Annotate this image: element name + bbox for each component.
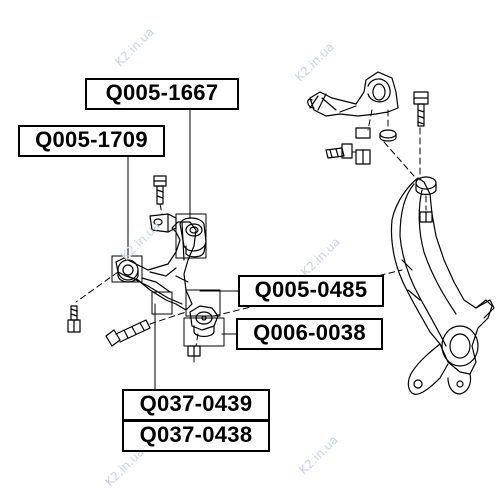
leader-lines xyxy=(127,109,239,390)
upper-control-arm xyxy=(307,71,399,117)
lower-arm-top-bolt xyxy=(153,175,167,205)
part-label-q006-0038[interactable]: Q006-0038 xyxy=(236,318,383,350)
upper-guide-lines xyxy=(351,109,421,181)
ball-joint-nut xyxy=(187,345,201,357)
upper-arm-nuts xyxy=(355,127,397,165)
part-label-q037-0439[interactable]: Q037-0439 xyxy=(122,389,270,421)
steering-knuckle xyxy=(390,176,495,395)
lower-control-arm xyxy=(115,221,197,311)
ball-joint xyxy=(189,305,219,338)
knuckle-nut xyxy=(419,211,433,223)
lower-arm-long-bolt xyxy=(105,319,151,347)
part-label-q005-1709[interactable]: Q005-1709 xyxy=(18,125,165,157)
part-label-q005-1667[interactable]: Q005-1667 xyxy=(85,78,239,110)
upper-arm-small-bolt xyxy=(325,143,353,159)
upper-arm-bolt xyxy=(413,91,429,127)
part-label-q005-0485[interactable]: Q005-0485 xyxy=(238,275,384,307)
callout-boxes xyxy=(111,213,225,347)
part-label-q037-0438[interactable]: Q037-0438 xyxy=(122,420,270,452)
lower-arm-left-bolt xyxy=(67,305,81,333)
